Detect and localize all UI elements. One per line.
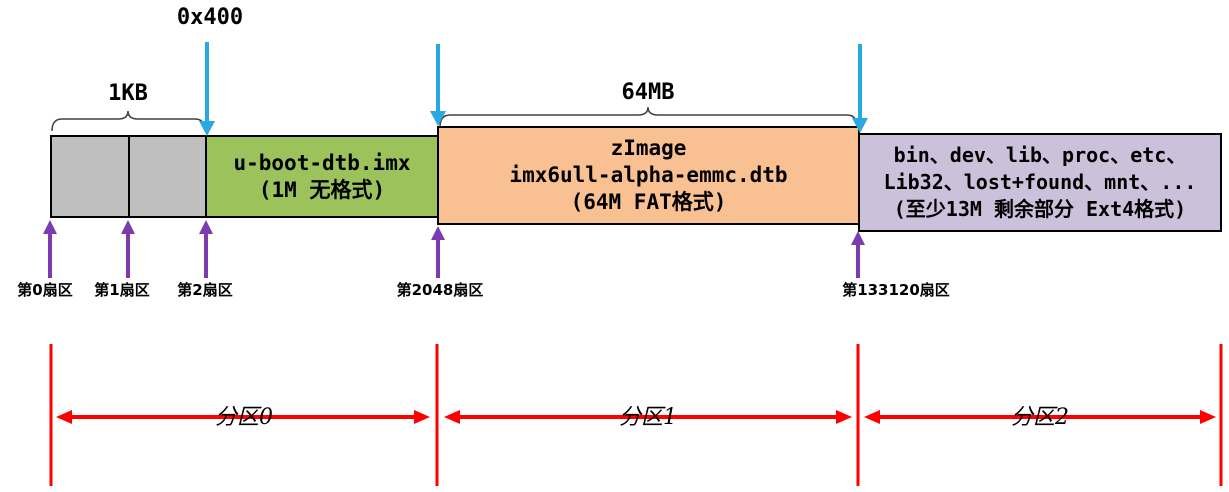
sector-divider-line <box>128 137 130 216</box>
offset-0x400-arrow <box>199 42 215 136</box>
brace-1kb <box>51 110 206 132</box>
sector-133120-label: 第133120扇区 <box>842 281 950 299</box>
sector-0-label: 第0扇区 <box>17 281 73 299</box>
fat-format: (64M FAT格式) <box>570 190 727 214</box>
sector-2-label: 第2扇区 <box>177 281 233 299</box>
sector-1-label: 第1扇区 <box>94 281 150 299</box>
sector-2048-label: 第2048扇区 <box>396 281 484 299</box>
fat-start-arrow <box>430 44 446 126</box>
rootfs-format: (至少13M 剩余部分 Ext4格式) <box>893 197 1187 221</box>
uboot-format: (1M 无格式) <box>258 177 386 202</box>
sector-133120-arrow <box>851 231 865 278</box>
reserved-sectors-block <box>50 135 207 218</box>
rootfs-partition-block: bin、dev、lib、proc、etc、 Lib32、lost+found、m… <box>858 133 1222 232</box>
sector-2048-arrow <box>431 226 445 278</box>
sector-0-arrow <box>43 220 57 278</box>
partition-0-label: 分区0 <box>215 405 273 430</box>
uboot-filename: u-boot-dtb.imx <box>233 150 411 175</box>
fat-file-zimage: zImage <box>610 136 687 160</box>
sector-2-arrow <box>199 220 213 278</box>
fat-partition-block: zImage imx6ull-alpha-emmc.dtb (64M FAT格式… <box>437 126 860 225</box>
partition-0-range-arrow <box>56 410 430 424</box>
brace-64mb <box>439 106 858 128</box>
rootfs-dirs-line1: bin、dev、lib、proc、etc、 <box>893 143 1187 167</box>
offset-label: 0x400 <box>176 5 244 30</box>
partition-2-label: 分区2 <box>1011 405 1069 430</box>
boot-size-label: 1KB <box>108 81 148 106</box>
fat-size-label: 64MB <box>621 80 675 105</box>
partition-2-range-arrow <box>864 410 1216 424</box>
rootfs-start-arrow <box>852 44 868 133</box>
partition-1-label: 分区1 <box>619 405 677 430</box>
sector-1-arrow <box>121 220 135 278</box>
partition-1-range-arrow <box>444 410 852 424</box>
uboot-block: u-boot-dtb.imx (1M 无格式) <box>205 135 439 218</box>
rootfs-dirs-line2: Lib32、lost+found、mnt、... <box>883 170 1197 194</box>
fat-file-dtb: imx6ull-alpha-emmc.dtb <box>509 163 788 187</box>
